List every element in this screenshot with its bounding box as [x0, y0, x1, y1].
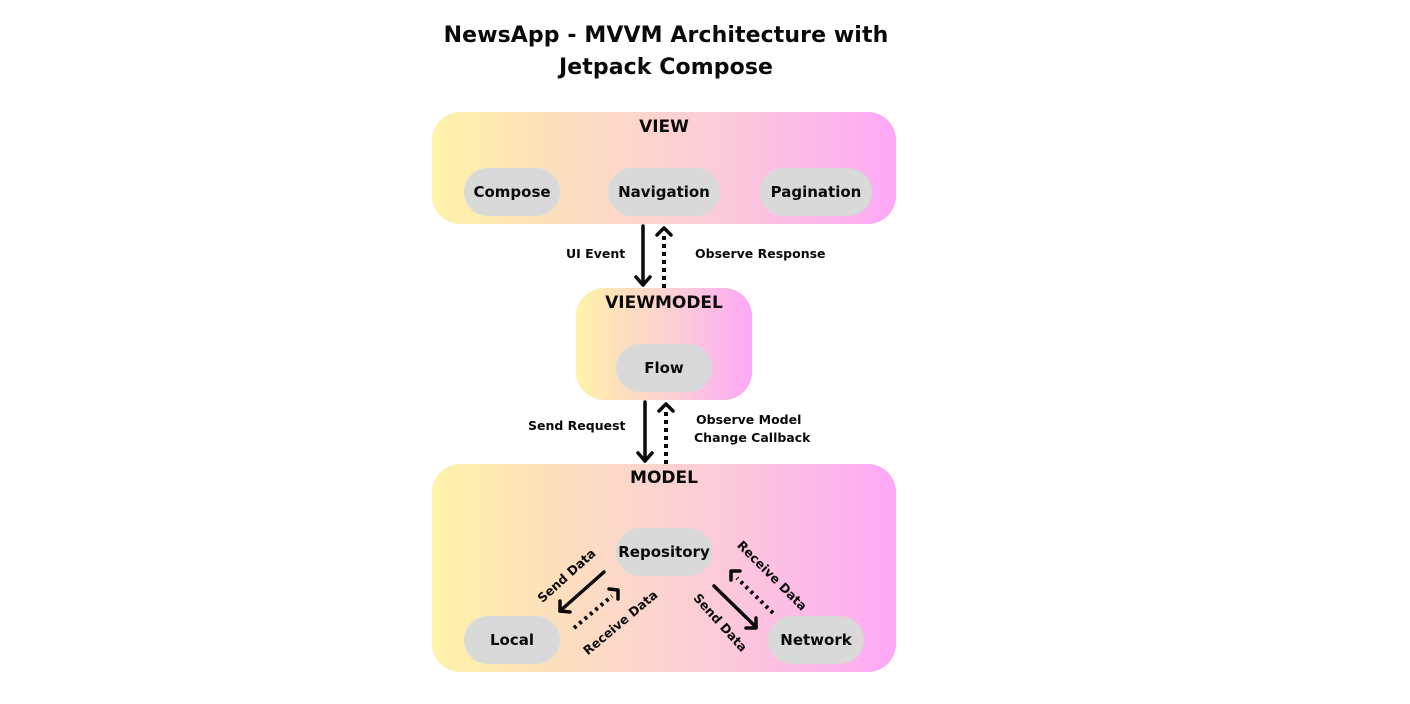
send-request-arrow	[636, 400, 654, 463]
repo-to-local-arrow	[558, 570, 606, 614]
observe-response-arrow	[655, 226, 673, 288]
observe-model-label-line-2: Change Callback	[694, 430, 811, 445]
network-node[interactable]: Network	[768, 616, 864, 664]
flow-node[interactable]: Flow	[616, 344, 712, 392]
pagination-node[interactable]: Pagination	[760, 168, 872, 216]
observe-response-label: Observe Response	[695, 246, 826, 261]
ui-event-label: UI Event	[566, 246, 626, 261]
observe-model-label-line-1: Observe Model	[696, 412, 802, 427]
model-layer-title: MODEL	[630, 468, 698, 488]
ui-event-arrow	[634, 224, 652, 287]
repo-to-network-arrow	[712, 584, 758, 630]
model-layer: MODEL Repository Local Network	[432, 464, 896, 672]
title-line-1: NewsApp - MVVM Architecture with	[443, 23, 889, 48]
repository-node[interactable]: Repository	[616, 528, 712, 576]
view-layer: VIEW Compose Navigation Pagination	[432, 112, 896, 224]
observe-model-label: Observe Model Change Callback	[694, 411, 810, 447]
compose-node[interactable]: Compose	[464, 168, 560, 216]
network-to-repo-arrow	[729, 569, 775, 615]
view-layer-title: VIEW	[639, 117, 689, 137]
viewmodel-layer: VIEWMODEL Flow	[576, 288, 752, 400]
local-to-repo-arrow	[572, 587, 620, 630]
send-request-label: Send Request	[528, 418, 626, 433]
local-node[interactable]: Local	[464, 616, 560, 664]
diagram-title: NewsApp - MVVM Architecture with Jetpack…	[430, 20, 902, 84]
navigation-node[interactable]: Navigation	[608, 168, 720, 216]
title-line-2: Jetpack Compose	[558, 55, 774, 80]
viewmodel-layer-title: VIEWMODEL	[605, 293, 723, 313]
observe-model-arrow	[657, 402, 675, 464]
